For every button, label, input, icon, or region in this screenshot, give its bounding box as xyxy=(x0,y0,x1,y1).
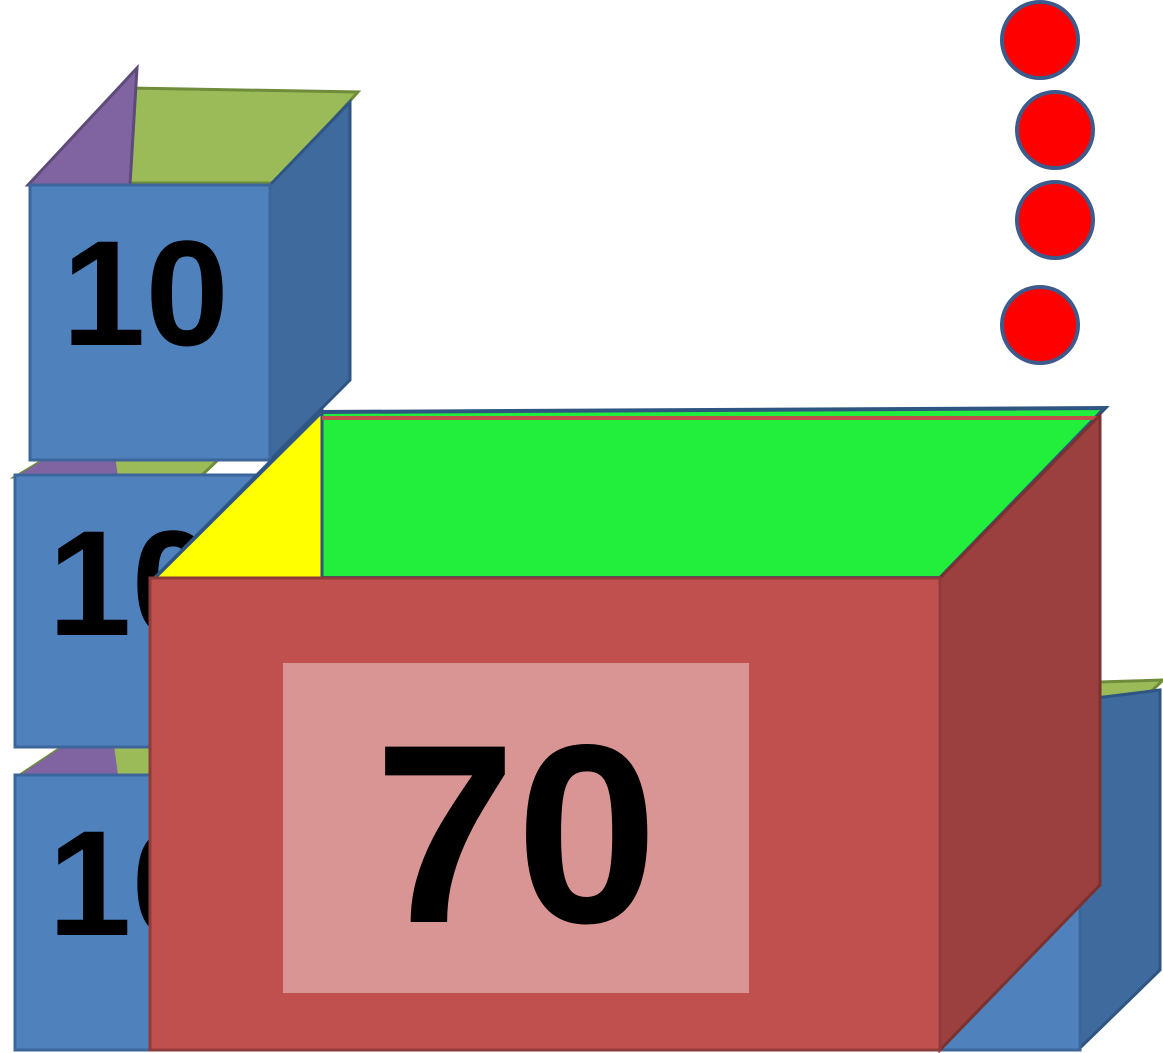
red-dot xyxy=(1017,92,1093,168)
red-dot xyxy=(1002,2,1078,78)
red-block: 70 xyxy=(150,408,1105,1050)
dots-group xyxy=(1002,2,1093,363)
red-dot xyxy=(1017,182,1093,258)
block-left-face xyxy=(28,68,137,185)
red-block-number: 70 xyxy=(374,692,658,977)
block-number: 10 xyxy=(62,209,229,377)
blue-block-top: 10 xyxy=(28,68,358,460)
red-dot xyxy=(1002,287,1078,363)
